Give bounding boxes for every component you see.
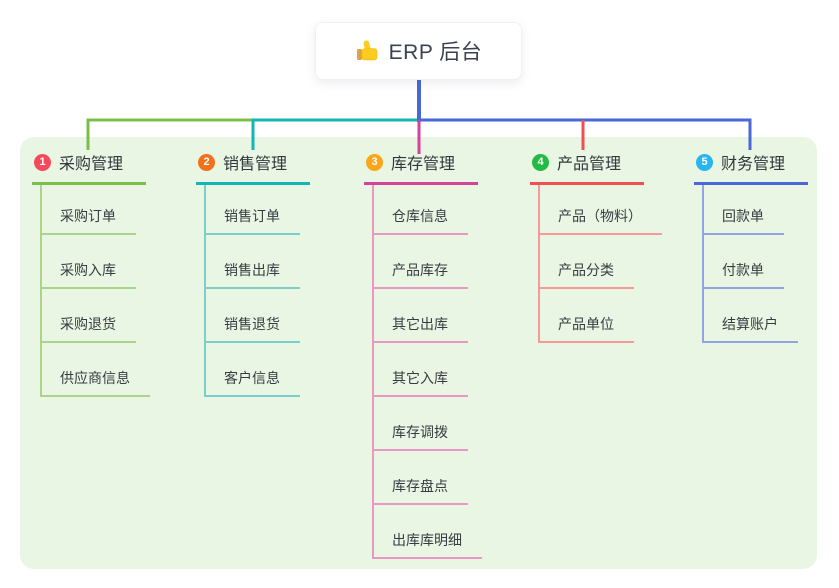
branch-title-label: 销售管理 <box>223 156 288 173</box>
child-node-label[interactable]: 产品（物料） <box>540 206 662 235</box>
branch-product-children: 产品（物料） 产品分类产品单位 <box>538 185 662 343</box>
child-node-label[interactable]: 销售退货 <box>206 314 300 343</box>
child-node: 销售退货 <box>206 289 310 343</box>
branch-number-badge: 1 <box>34 153 51 171</box>
child-node-label[interactable]: 采购退货 <box>42 314 136 343</box>
branch-product: 4 产品管理 产品（物料） 产品分类产品单位 <box>530 150 662 343</box>
branch-number-badge: 4 <box>532 153 549 171</box>
child-node: 采购入库 <box>42 235 150 289</box>
branch-title-label: 库存管理 <box>391 156 456 173</box>
branch-inventory-children: 仓库信息产品库存其它出库其它入库库存调拨库存盘点出库库明细 <box>372 185 482 559</box>
child-node: 产品库存 <box>374 235 482 289</box>
child-node: 供应商信息 <box>42 343 150 397</box>
child-node-label[interactable]: 供应商信息 <box>42 368 150 397</box>
child-node-label[interactable]: 销售订单 <box>206 206 300 235</box>
branch-purchase-children: 采购订单采购入库采购退货供应商信息 <box>40 185 150 397</box>
child-node: 销售出库 <box>206 235 310 289</box>
child-node: 结算账户 <box>704 289 808 343</box>
child-node-label[interactable]: 仓库信息 <box>374 206 468 235</box>
thumbs-up-icon <box>356 40 377 61</box>
branch-title-label: 财务管理 <box>721 156 786 173</box>
child-node-label[interactable]: 其它出库 <box>374 314 468 343</box>
child-node-label[interactable]: 产品单位 <box>540 314 634 343</box>
child-node: 库存盘点 <box>374 451 482 505</box>
child-node: 产品单位 <box>540 289 662 343</box>
child-node: 回款单 <box>704 185 808 235</box>
branch-title-label: 产品管理 <box>557 156 622 173</box>
child-node-label[interactable]: 产品分类 <box>540 260 634 289</box>
child-node-label[interactable]: 其它入库 <box>374 368 468 397</box>
child-node-label[interactable]: 采购订单 <box>42 206 136 235</box>
child-node: 库存调拨 <box>374 397 482 451</box>
child-node-label[interactable]: 销售出库 <box>206 260 300 289</box>
branch-sales-children: 销售订单销售出库销售退货客户信息 <box>204 185 310 397</box>
branches-panel <box>20 137 817 569</box>
branch-inventory-title[interactable]: 3 库存管理 <box>364 150 478 185</box>
child-node-label[interactable]: 结算账户 <box>704 314 798 343</box>
branch-number-badge: 5 <box>696 153 713 171</box>
root-node[interactable]: ERP 后台 <box>315 22 522 80</box>
child-node-label[interactable]: 库存盘点 <box>374 476 468 505</box>
branch-number-badge: 2 <box>198 153 215 171</box>
child-node: 销售订单 <box>206 185 310 235</box>
branch-finance-children: 回款单付款单结算账户 <box>702 185 808 343</box>
child-node: 产品分类 <box>540 235 662 289</box>
child-node: 采购订单 <box>42 185 150 235</box>
branch-finance: 5 财务管理 回款单付款单结算账户 <box>694 150 808 343</box>
child-node-label[interactable]: 回款单 <box>704 206 784 235</box>
branch-purchase-title[interactable]: 1 采购管理 <box>32 150 146 185</box>
child-node: 采购退货 <box>42 289 150 343</box>
branch-number-badge: 3 <box>366 153 383 171</box>
child-node-label[interactable]: 付款单 <box>704 260 784 289</box>
child-node: 产品（物料） <box>540 185 662 235</box>
branch-inventory: 3 库存管理 仓库信息产品库存其它出库其它入库库存调拨库存盘点出库库明细 <box>364 150 482 559</box>
branch-title-label: 采购管理 <box>59 156 124 173</box>
child-node: 客户信息 <box>206 343 310 397</box>
branch-product-title[interactable]: 4 产品管理 <box>530 150 644 185</box>
branch-finance-title[interactable]: 5 财务管理 <box>694 150 808 185</box>
child-node-label[interactable]: 采购入库 <box>42 260 136 289</box>
child-node: 其它入库 <box>374 343 482 397</box>
child-node-label[interactable]: 客户信息 <box>206 368 300 397</box>
child-node: 出库库明细 <box>374 505 482 559</box>
branch-sales: 2 销售管理 销售订单销售出库销售退货客户信息 <box>196 150 310 397</box>
branch-purchase: 1 采购管理 采购订单采购入库采购退货供应商信息 <box>32 150 150 397</box>
child-node-label[interactable]: 出库库明细 <box>374 530 482 559</box>
branch-sales-title[interactable]: 2 销售管理 <box>196 150 310 185</box>
child-node-label[interactable]: 库存调拨 <box>374 422 468 451</box>
child-node: 仓库信息 <box>374 185 482 235</box>
child-node: 付款单 <box>704 235 808 289</box>
child-node: 其它出库 <box>374 289 482 343</box>
child-node-label[interactable]: 产品库存 <box>374 260 468 289</box>
root-node-label: ERP 后台 <box>388 41 483 64</box>
